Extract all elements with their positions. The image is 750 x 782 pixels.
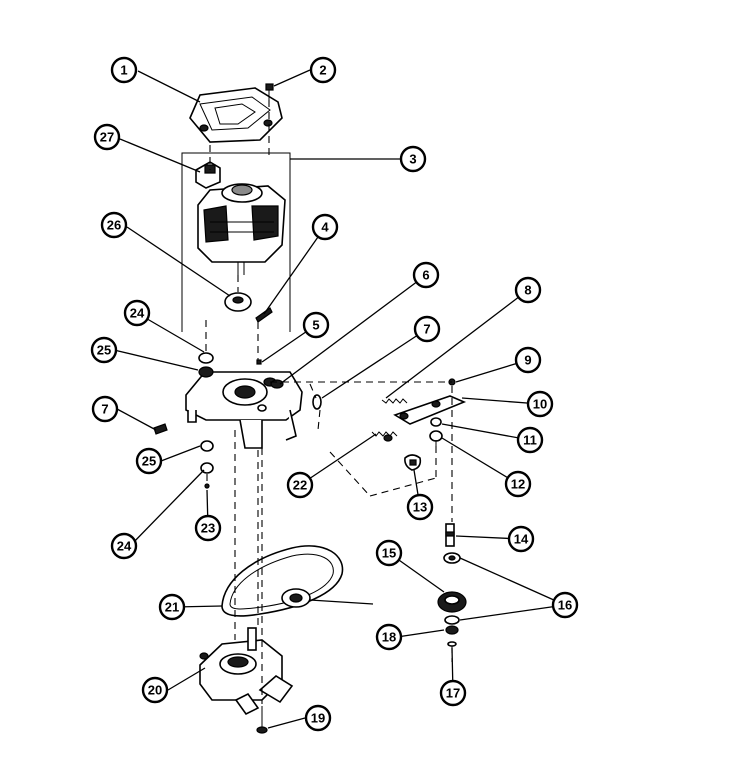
callout-24-lower: 24 [110, 532, 138, 560]
alignment-lines [205, 100, 453, 704]
idler-shaft [445, 523, 455, 547]
tensioner-hardware [429, 378, 456, 446]
callout-14: 14 [507, 525, 535, 553]
callout-16: 16 [551, 591, 579, 619]
callout-19: 19 [304, 704, 332, 732]
callout-9: 9 [514, 346, 542, 374]
callout-27: 27 [93, 123, 121, 151]
svg-text:14: 14 [514, 532, 529, 547]
callout-5: 5 [302, 311, 330, 339]
svg-text:18: 18 [382, 630, 396, 645]
svg-text:16: 16 [558, 598, 572, 613]
callout-22: 22 [286, 471, 314, 499]
svg-text:24: 24 [117, 539, 132, 554]
callout-10: 10 [526, 390, 554, 418]
callout-18: 18 [375, 623, 403, 651]
svg-text:7: 7 [423, 322, 430, 337]
svg-text:15: 15 [382, 546, 396, 561]
svg-text:26: 26 [107, 218, 121, 233]
callout-2: 2 [309, 56, 337, 84]
cover-screw [265, 83, 274, 100]
drive-belt [221, 545, 344, 617]
callout-7-right: 7 [413, 315, 441, 343]
svg-text:10: 10 [533, 397, 547, 412]
svg-text:25: 25 [142, 454, 156, 469]
motor [197, 183, 286, 275]
svg-text:27: 27 [100, 130, 114, 145]
svg-text:13: 13 [413, 500, 427, 515]
motor-cover [189, 87, 283, 143]
callout-17: 17 [439, 679, 467, 707]
motor-key [255, 307, 273, 323]
tensioner-bracket [393, 395, 467, 425]
svg-text:7: 7 [101, 402, 108, 417]
svg-text:21: 21 [165, 600, 179, 615]
svg-text:5: 5 [312, 318, 319, 333]
clip-part [195, 161, 221, 189]
callout-4: 4 [311, 213, 339, 241]
water-pump [199, 627, 294, 716]
idler-pulley [437, 552, 467, 647]
callout-25-lower: 25 [135, 447, 163, 475]
spring-clip [404, 454, 422, 471]
svg-text:11: 11 [523, 433, 537, 448]
motor-mount-bracket [185, 371, 303, 449]
upper-grommet [198, 352, 214, 378]
callout-21: 21 [158, 593, 186, 621]
callout-3: 3 [399, 145, 427, 173]
svg-text:17: 17 [446, 686, 460, 701]
callout-25-upper: 25 [90, 336, 118, 364]
svg-text:8: 8 [524, 283, 531, 298]
callout-24-upper: 24 [123, 299, 151, 327]
callout-7-left: 7 [91, 395, 119, 423]
callout-1: 1 [110, 56, 138, 84]
motor-pulley [224, 292, 252, 312]
svg-text:25: 25 [97, 343, 111, 358]
motor-assembly-outline [181, 152, 291, 332]
idler-spring [371, 431, 398, 442]
callout-20: 20 [141, 676, 169, 704]
svg-text:1: 1 [120, 63, 127, 78]
svg-text:9: 9 [524, 353, 531, 368]
callout-15: 15 [375, 539, 403, 567]
tension-spring [381, 398, 408, 404]
callout-23: 23 [194, 514, 222, 542]
svg-text:2: 2 [319, 63, 326, 78]
callout-6: 6 [412, 261, 440, 289]
svg-text:24: 24 [130, 306, 145, 321]
callout-12: 12 [504, 470, 532, 498]
callout-26: 26 [100, 211, 128, 239]
svg-text:3: 3 [409, 152, 416, 167]
svg-text:6: 6 [422, 268, 429, 283]
svg-text:22: 22 [293, 478, 307, 493]
callout-13: 13 [406, 493, 434, 521]
callout-11: 11 [516, 426, 544, 454]
pump-screw [256, 706, 268, 734]
svg-text:23: 23 [201, 521, 215, 536]
svg-text:20: 20 [148, 683, 162, 698]
tension-bolt [312, 394, 322, 410]
svg-text:12: 12 [511, 477, 525, 492]
svg-text:4: 4 [321, 220, 329, 235]
bracket-bolt [153, 423, 168, 435]
svg-text:19: 19 [311, 711, 325, 726]
callout-8: 8 [514, 276, 542, 304]
